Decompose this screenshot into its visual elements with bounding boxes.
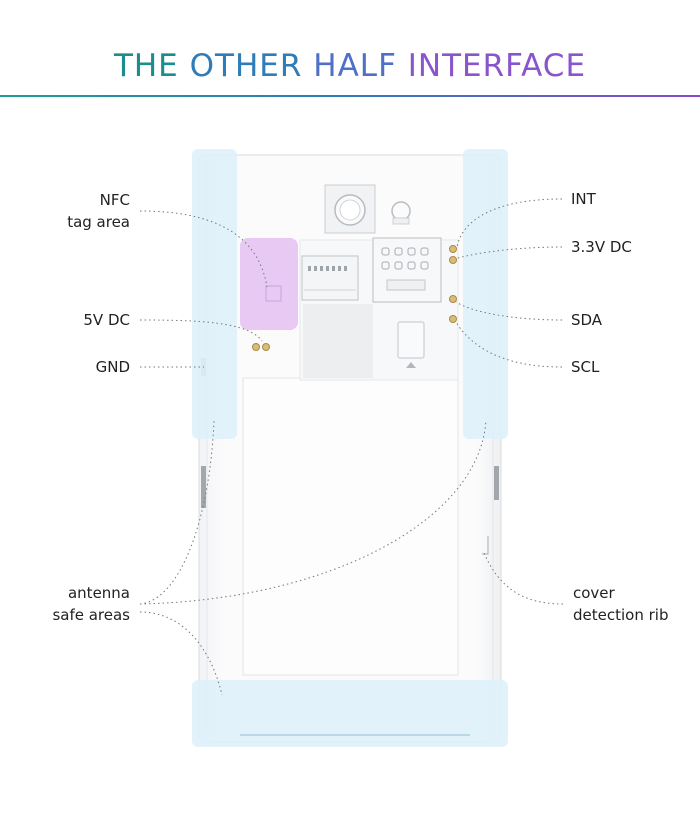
page-title: THE OTHER HALF INTERFACE bbox=[0, 48, 700, 84]
label-antenna: antenna safe areas bbox=[30, 582, 130, 626]
label-nfc-line2: tag area bbox=[67, 213, 130, 231]
leader-antenna-bottom bbox=[139, 611, 223, 696]
side-button-left-2 bbox=[201, 466, 206, 508]
title-word-4: INTERFACE bbox=[407, 48, 587, 84]
label-3v3-dc: 3.3V DC bbox=[571, 238, 632, 256]
antenna-safe-areas bbox=[192, 149, 508, 747]
leader-33v bbox=[457, 246, 563, 259]
label-sda: SDA bbox=[571, 311, 603, 329]
antenna-area-right bbox=[463, 149, 508, 439]
label-cover-line2: detection rib bbox=[573, 606, 669, 624]
label-nfc: NFC tag area bbox=[40, 189, 130, 233]
label-scl: SCL bbox=[571, 358, 600, 376]
antenna-area-bottom bbox=[192, 680, 508, 747]
camera-lens-inner bbox=[339, 199, 361, 221]
card-slot-contacts bbox=[308, 266, 347, 271]
sim-arrow-icon bbox=[406, 362, 416, 368]
battery-cover bbox=[242, 377, 459, 676]
label-nfc-line1: NFC bbox=[99, 191, 130, 209]
label-antenna-line2: safe areas bbox=[52, 606, 130, 624]
sim-card bbox=[397, 321, 425, 359]
title-word-3: HALF bbox=[313, 48, 397, 84]
label-gnd: GND bbox=[95, 358, 130, 376]
label-5v-dc: 5V DC bbox=[83, 311, 130, 329]
nfc-tag-area bbox=[240, 238, 298, 330]
sim-contacts bbox=[381, 247, 429, 270]
leader-lines bbox=[139, 198, 564, 696]
title-word-1: THE bbox=[113, 48, 179, 84]
label-antenna-line1: antenna bbox=[67, 584, 130, 602]
title-word-2: OTHER bbox=[189, 48, 303, 84]
leader-5v bbox=[139, 319, 263, 342]
label-int: INT bbox=[571, 190, 596, 208]
sim-tray bbox=[372, 237, 442, 303]
label-cover-line1: cover bbox=[573, 584, 615, 602]
memory-card-slot bbox=[301, 255, 359, 301]
side-button-right-1 bbox=[494, 466, 499, 500]
sim-tray-latch bbox=[386, 279, 426, 291]
leader-scl bbox=[455, 321, 563, 368]
flash-icon bbox=[391, 201, 411, 221]
flash-base bbox=[392, 217, 410, 225]
pogo-contacts-right bbox=[449, 245, 457, 323]
title-divider bbox=[0, 95, 700, 97]
leader-int bbox=[456, 198, 563, 248]
antenna-area-left bbox=[192, 149, 237, 439]
label-cover-rib: cover detection rib bbox=[573, 582, 668, 626]
leader-nfc bbox=[139, 210, 268, 288]
pogo-contacts-left bbox=[252, 343, 270, 351]
inner-cavity bbox=[303, 304, 373, 378]
nfc-chip bbox=[265, 285, 282, 302]
